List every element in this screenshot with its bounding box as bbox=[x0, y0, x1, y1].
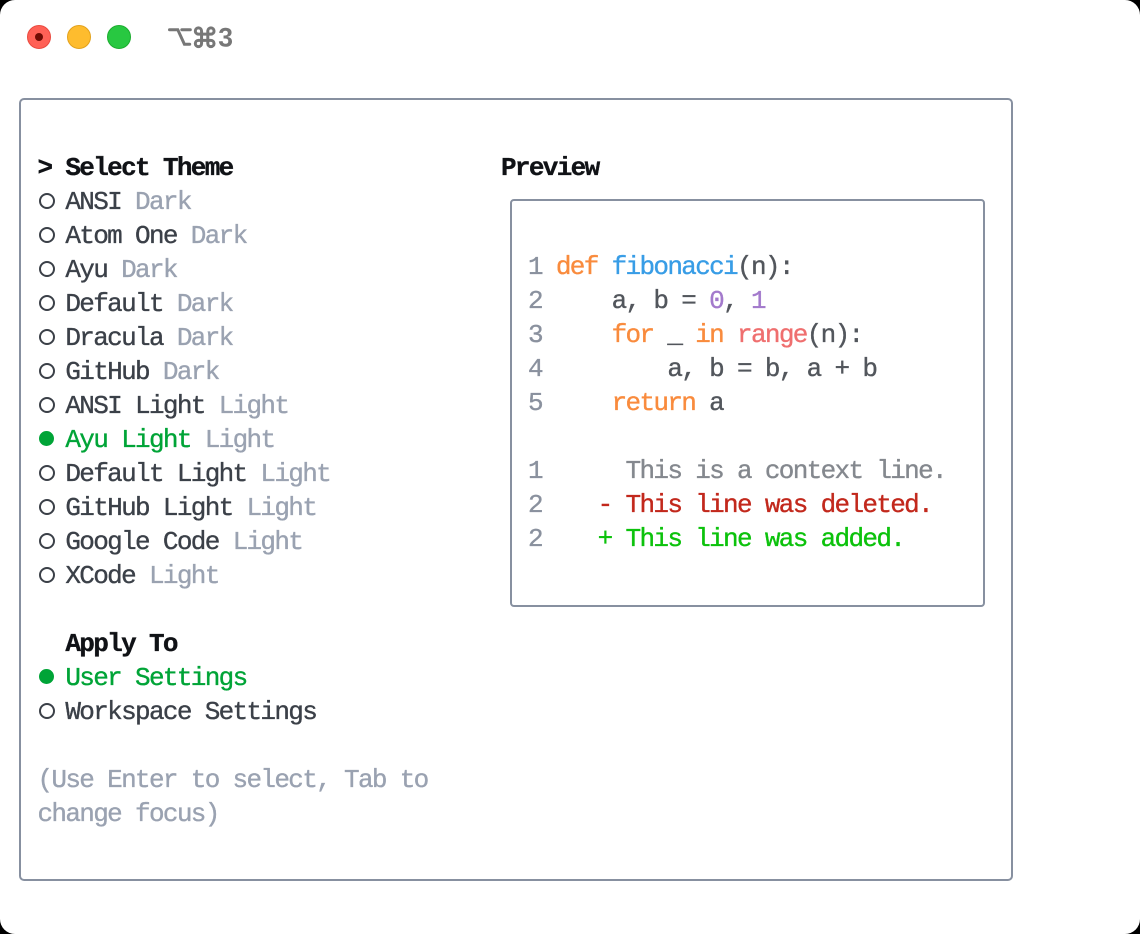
svg-text:3: 3 bbox=[218, 25, 233, 49]
